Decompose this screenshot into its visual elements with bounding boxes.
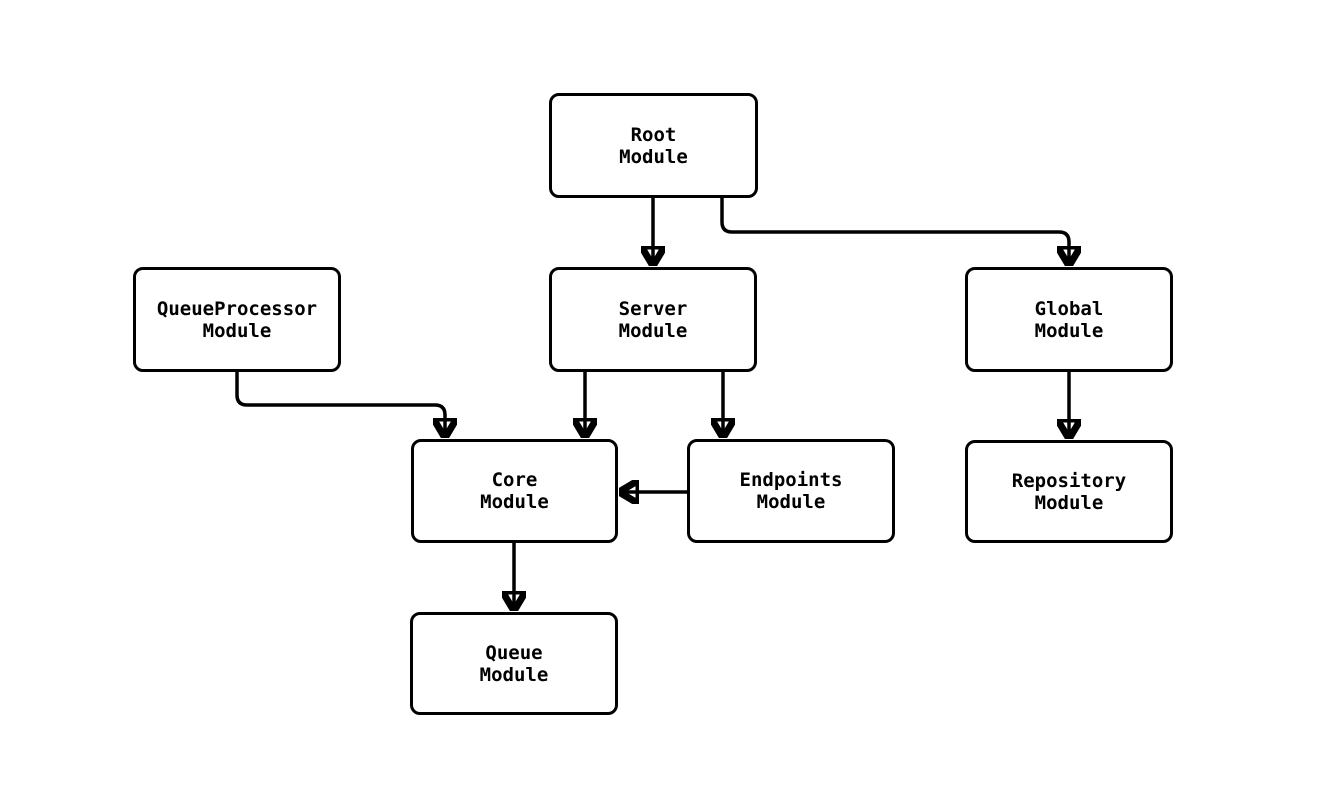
- node-global-module: Global Module: [965, 267, 1173, 372]
- node-server-module: Server Module: [549, 267, 757, 372]
- edge-root-to-global: [720, 198, 1069, 265]
- node-queueprocessor-module: QueueProcessor Module: [133, 267, 341, 372]
- node-core-module: Core Module: [411, 439, 618, 543]
- edge-queueprocessor-to-core: [235, 372, 445, 437]
- node-root-module: Root Module: [549, 93, 758, 198]
- node-queue-module: Queue Module: [410, 612, 618, 715]
- node-repository-module: Repository Module: [965, 440, 1173, 543]
- node-endpoints-module: Endpoints Module: [687, 439, 895, 543]
